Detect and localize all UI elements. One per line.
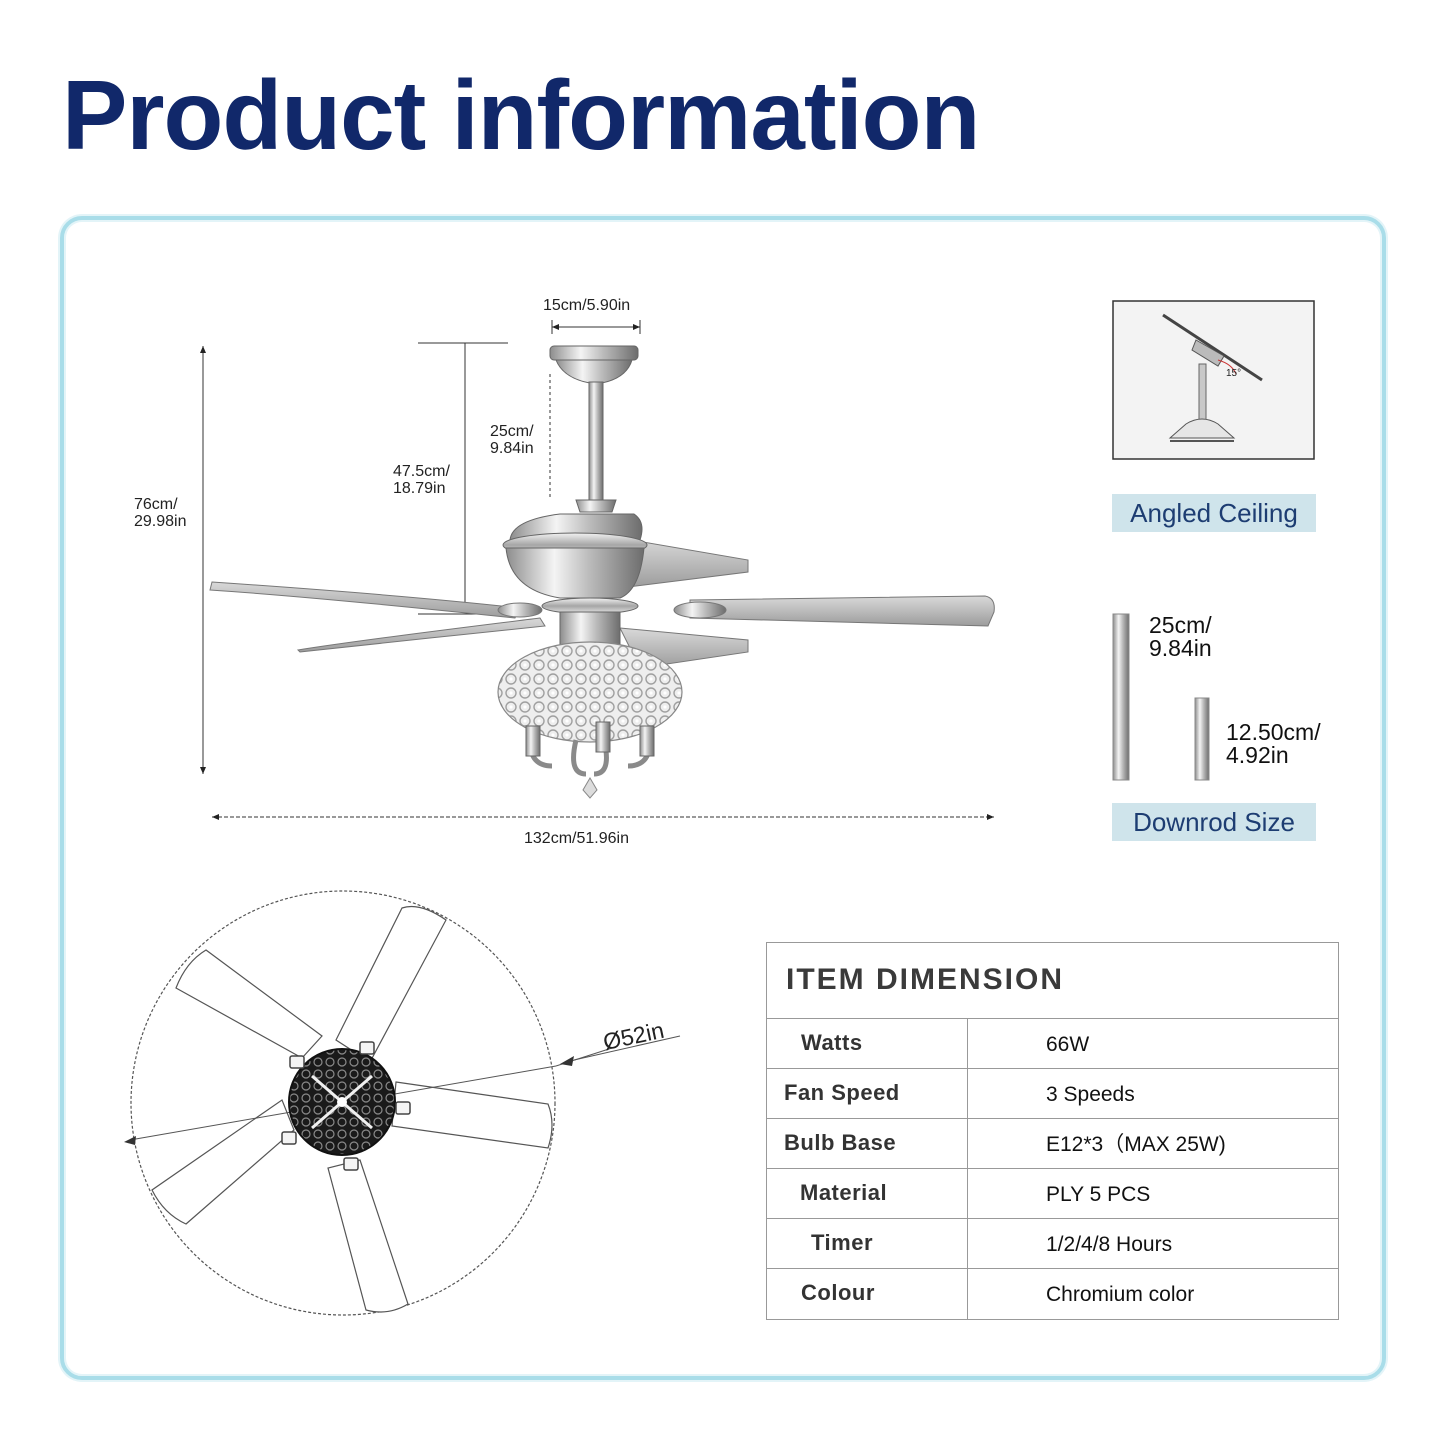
spec-value: 66W: [1046, 1033, 1090, 1056]
downrod-size-label: Downrod Size: [1112, 803, 1316, 841]
ceiling-to-blade-label: 47.5cm/ 18.79in: [393, 463, 450, 497]
table-row: Timer 1/2/4/8 Hours: [767, 1219, 1338, 1269]
table-heading: ITEM DIMENSION: [767, 943, 1338, 1019]
table-row: Bulb Base E12*3（MAX 25W): [767, 1119, 1338, 1169]
rod-short-label: 12.50cm/ 4.92in: [1226, 719, 1321, 768]
table-row: Fan Speed 3 Speeds: [767, 1069, 1338, 1119]
mount-width-label: 15cm/5.90in: [543, 297, 631, 314]
spec-key: Timer: [767, 1219, 968, 1268]
span-label: 132cm/51.96in: [524, 830, 629, 847]
table-row: Material PLY 5 PCS: [767, 1169, 1338, 1219]
spec-value: 1/2/4/8 Hours: [1046, 1233, 1173, 1256]
spec-key: Colour: [767, 1269, 968, 1319]
table-row: Watts 66W: [767, 1019, 1338, 1069]
table-row: Colour Chromium color: [767, 1269, 1338, 1319]
spec-key: Material: [767, 1169, 968, 1218]
spec-key: Bulb Base: [767, 1119, 968, 1168]
spec-value: PLY 5 PCS: [1046, 1183, 1151, 1206]
downrod-length-label: 25cm/ 9.84in: [490, 423, 534, 457]
spec-value: E12*3（MAX 25W): [1046, 1133, 1226, 1156]
spec-key: Watts: [767, 1019, 968, 1068]
total-height-label: 76cm/ 29.98in: [134, 496, 187, 530]
spec-value: 3 Speeds: [1046, 1083, 1135, 1106]
angled-ceiling-label: Angled Ceiling: [1112, 494, 1316, 532]
page-title: Product information: [62, 60, 980, 170]
spec-key: Fan Speed: [767, 1069, 968, 1118]
item-dimension-table: ITEM DIMENSION Watts 66W Fan Speed 3 Spe…: [766, 942, 1339, 1320]
angle-label: 15°: [1226, 368, 1242, 379]
rod-long-label: 25cm/ 9.84in: [1149, 612, 1212, 661]
spec-value: Chromium color: [1046, 1283, 1195, 1306]
